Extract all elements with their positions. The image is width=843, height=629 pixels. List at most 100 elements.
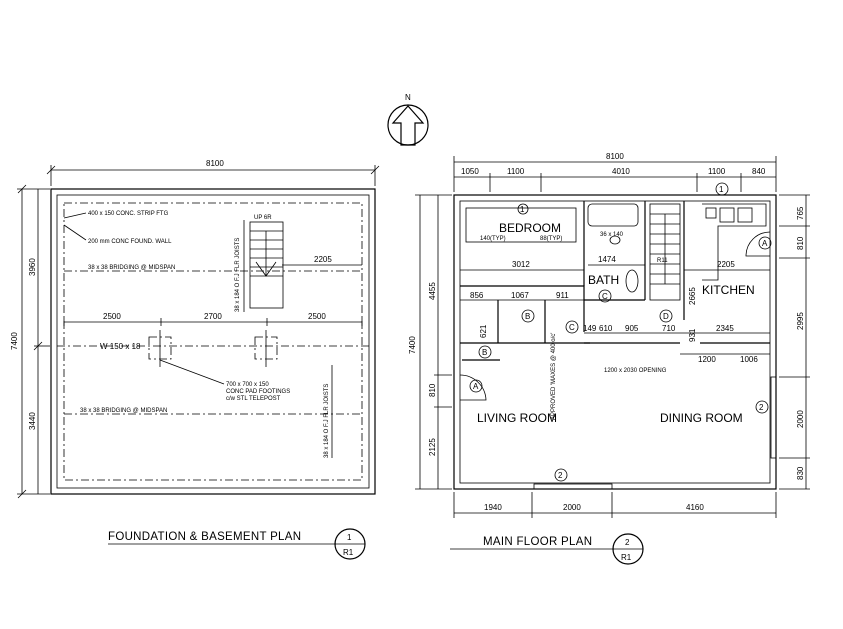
tag-window-2a: 2 bbox=[558, 471, 563, 480]
note-strip-footing: 400 x 150 CONC. STRIP FTG bbox=[88, 211, 169, 217]
tag-window-2b: 2 bbox=[759, 403, 764, 412]
note-stair: UP 6R bbox=[254, 215, 272, 221]
dim-kitchen-lower: 2345 bbox=[716, 324, 734, 333]
dim-bottom-1: 1940 bbox=[484, 503, 502, 512]
dim-left-2: 810 bbox=[428, 383, 437, 397]
room-dining: DINING ROOM bbox=[660, 411, 743, 425]
room-bedroom: BEDROOM bbox=[499, 221, 561, 235]
main-detail-number: 2 bbox=[625, 538, 630, 547]
tag-window-1b bbox=[715, 182, 729, 196]
tag-door-b2: B bbox=[482, 348, 487, 357]
tag-door-c2: C bbox=[602, 292, 608, 301]
entry-door-a bbox=[745, 231, 771, 257]
dim-top-3: 4010 bbox=[612, 167, 630, 176]
dim-top-total: 8100 bbox=[606, 152, 624, 161]
bathtub bbox=[587, 203, 639, 227]
label-r11: R11 bbox=[657, 258, 668, 264]
basement-stair: UP 6R bbox=[249, 215, 284, 309]
dim-closet-left: 140(TYP) bbox=[480, 236, 506, 242]
dim-right-4: 2000 bbox=[796, 410, 805, 428]
dim-top-1: 1050 bbox=[461, 167, 479, 176]
dim-top-4: 1100 bbox=[708, 167, 726, 176]
dim-win-size: 36 x 140 bbox=[600, 232, 624, 238]
note-opening: 1200 x 2030 OPENING bbox=[604, 368, 667, 374]
room-living: LIVING ROOM bbox=[477, 411, 557, 425]
note-bridging-lower: 38 x 38 BRIDGING @ MIDSPAN bbox=[80, 408, 167, 414]
dim-left-total: 7400 bbox=[408, 336, 417, 354]
dim-right-3: 2995 bbox=[796, 312, 805, 330]
room-kitchen: KITCHEN bbox=[702, 283, 755, 297]
dim-top-width: 8100 bbox=[206, 159, 224, 168]
dim-span-left: 2500 bbox=[103, 312, 121, 321]
exterior-wall bbox=[453, 194, 777, 490]
note-joists-upper: 38 x 184 O F.J FLR JOISTS bbox=[235, 238, 241, 312]
dim-bath-lower-2: 610 bbox=[599, 324, 613, 333]
note-approved: APPROVED 'MAXES @ 400 o/c' bbox=[551, 333, 557, 420]
tag-door-c1: C bbox=[569, 323, 575, 332]
tag-door-b1: B bbox=[525, 312, 530, 321]
dim-opening-2: 1006 bbox=[740, 355, 758, 364]
foundation-plan-title: FOUNDATION & BASEMENT PLAN bbox=[108, 531, 301, 543]
main-floor-plan: 8100 1050 1100 4010 1100 840 7400 4455 8… bbox=[408, 152, 810, 565]
detail-tag: 2 R1 bbox=[612, 533, 644, 565]
main-stair bbox=[649, 203, 681, 301]
note-beam: W 150 x 18 bbox=[100, 342, 141, 351]
window-living bbox=[533, 483, 613, 490]
note-foundation-wall: 200 mm CONC FOUND. WALL bbox=[88, 239, 172, 245]
dim-bottom-3: 4160 bbox=[686, 503, 704, 512]
dim-top-2: 1100 bbox=[507, 167, 525, 176]
dim-top-5: 840 bbox=[752, 167, 766, 176]
dim-left-lower: 3440 bbox=[28, 412, 37, 430]
foundation-sheet-ref: R1 bbox=[343, 548, 354, 557]
main-floor-plan-title: MAIN FLOOR PLAN bbox=[483, 536, 592, 548]
dim-bath-lower-3: 905 bbox=[625, 324, 639, 333]
tag-door-a1: A bbox=[762, 239, 768, 248]
toilet bbox=[625, 269, 639, 293]
note-joists-lower: 38 x 184 O F.J FLR JOISTS bbox=[324, 384, 330, 458]
front-door bbox=[459, 374, 487, 401]
dim-right-1: 765 bbox=[796, 206, 805, 220]
note-bridging-upper: 38 x 38 BRIDGING @ MIDSPAN bbox=[88, 265, 175, 271]
dim-vert-small: 621 bbox=[479, 324, 488, 338]
foundation-wall-outer bbox=[50, 188, 376, 495]
dim-bath-lower-4: 710 bbox=[662, 324, 676, 333]
dim-left-total: 7400 bbox=[10, 332, 19, 350]
dim-span-right: 2500 bbox=[308, 312, 326, 321]
dim-right-offset: 2205 bbox=[314, 255, 332, 264]
tag-window-1: 1 bbox=[520, 205, 525, 214]
room-bath: BATH bbox=[588, 273, 619, 287]
dim-bath-width: 1474 bbox=[598, 255, 616, 264]
dim-hall-2: 1067 bbox=[511, 291, 529, 300]
dim-bottom-2: 2000 bbox=[563, 503, 581, 512]
sink bbox=[609, 235, 621, 245]
tag-window-1b-label: 1 bbox=[719, 185, 724, 194]
dim-left-upper: 3960 bbox=[28, 258, 37, 276]
dim-kitchen-h: 2665 bbox=[688, 287, 697, 305]
tag-door-a2: A bbox=[473, 382, 479, 391]
dim-kitchen-width: 2205 bbox=[717, 260, 735, 269]
dim-right-2: 810 bbox=[796, 236, 805, 250]
dim-left-1: 4455 bbox=[428, 282, 437, 300]
note-pad-2: CONC PAD FOOTINGS bbox=[226, 389, 290, 395]
foundation-detail-number: 1 bbox=[347, 533, 352, 542]
north-arrow-icon: N bbox=[387, 93, 429, 146]
north-label: N bbox=[405, 93, 411, 102]
main-sheet-ref: R1 bbox=[621, 553, 632, 562]
dim-left-3: 2125 bbox=[428, 438, 437, 456]
note-pad-1: 700 x 700 x 150 bbox=[226, 382, 269, 388]
dim-bed-width: 3012 bbox=[512, 260, 530, 269]
dim-hall-1: 856 bbox=[470, 291, 484, 300]
kitchen-counter bbox=[702, 203, 767, 281]
dim-closet-right: 88(TYP) bbox=[540, 236, 562, 242]
bedroom-closet bbox=[465, 207, 577, 243]
dim-kitchen-h2: 931 bbox=[688, 328, 697, 342]
window-dining bbox=[770, 376, 777, 459]
note-pad-3: c/w STL TELEPOST bbox=[226, 396, 281, 402]
dim-right-5: 830 bbox=[796, 466, 805, 480]
dim-opening-1: 1200 bbox=[698, 355, 716, 364]
detail-tag: 1 R1 bbox=[334, 528, 366, 560]
foundation-plan: 8100 7400 3960 3440 38 x 38 BRIDGING @ M… bbox=[10, 159, 380, 560]
dim-span-mid: 2700 bbox=[204, 312, 222, 321]
dim-hall-3: 911 bbox=[556, 291, 569, 300]
